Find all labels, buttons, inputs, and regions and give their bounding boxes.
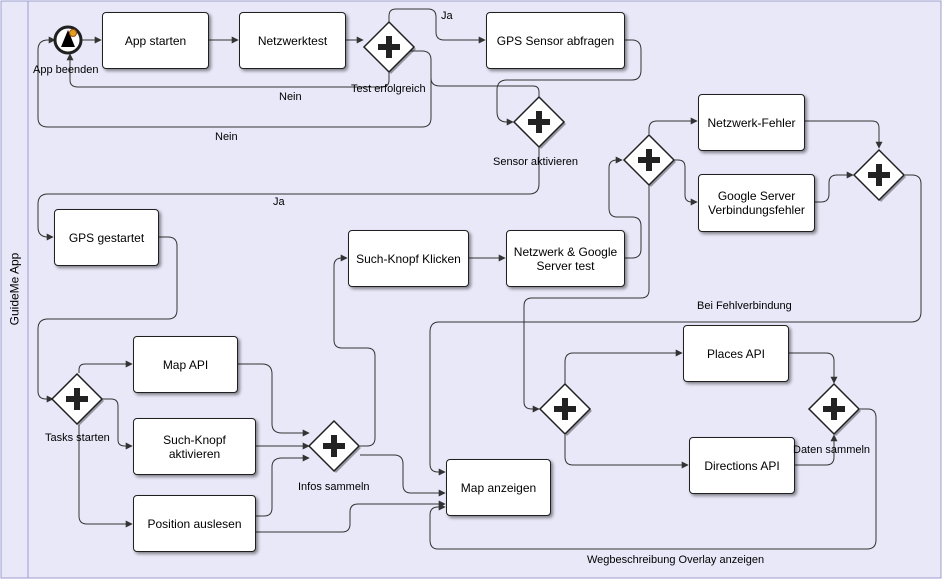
task-app-starten[interactable]: App starten — [102, 12, 209, 69]
task-gps-sensor-abfragen[interactable]: GPS Sensor abfragen — [486, 12, 625, 69]
task-label: GPS gestartet — [68, 230, 145, 245]
flow-infos-to-such-knopf-klicken[interactable] — [333, 254, 376, 447]
task-netzwerk-google-server-test[interactable]: Netzwerk & Google Server test — [506, 230, 625, 287]
gateway-sensor-aktivieren[interactable] — [512, 95, 566, 149]
task-label: Google Server Verbindungsfehler — [708, 189, 805, 217]
flow-tasks-to-map-api[interactable] — [78, 360, 133, 373]
task-label: Map API — [162, 357, 209, 372]
flow-wegbeschreibung[interactable] — [429, 408, 877, 550]
gateway-fehler-split[interactable] — [622, 133, 676, 187]
gateways — [50, 20, 906, 473]
task-gps-gestartet[interactable]: GPS gestartet — [54, 209, 159, 266]
task-label: Such-Knopf Klicken — [356, 251, 461, 266]
task-label: Netzwerktest — [257, 33, 328, 48]
flow-map-api-to-infos[interactable] — [238, 363, 310, 437]
flow-directions-to-daten[interactable] — [795, 434, 838, 466]
flow-label-nein-2: Nein — [215, 131, 238, 143]
flow-label-ja-top: Ja — [441, 10, 453, 22]
flow-label-nein-1: Nein — [279, 91, 302, 103]
task-label: Position auslesen — [147, 516, 242, 531]
gateway-tasks-starten[interactable] — [50, 372, 104, 426]
task-position-auslesen[interactable]: Position auslesen — [133, 495, 256, 552]
flow-places-to-daten[interactable] — [789, 352, 838, 384]
task-netzwerk-fehler[interactable]: Netzwerk-Fehler — [698, 94, 805, 151]
task-google-server-verbindungsfehler[interactable]: Google Server Verbindungsfehler — [698, 174, 815, 232]
task-label: App starten — [124, 33, 187, 48]
flow-nein-loop[interactable] — [37, 36, 432, 128]
parallel-plus-icon — [378, 36, 400, 58]
flow-gps-gestartet-to-tasks[interactable] — [37, 236, 178, 403]
gateway-test-erfolgreich[interactable] — [362, 20, 416, 74]
gateway-label-tasks-starten: Tasks starten — [45, 432, 110, 444]
event-label-app-beenden: App beenden — [33, 64, 99, 76]
pool-title-text: GuideMe App — [7, 252, 21, 326]
task-label: Netzwerk & Google Server test — [513, 244, 618, 273]
flow-fehler-gateway-to-api-gateway[interactable] — [523, 185, 650, 413]
flow-label-ja-gps: Ja — [273, 196, 285, 208]
parallel-plus-icon — [868, 164, 890, 186]
app-beenden-event[interactable] — [53, 25, 83, 55]
parallel-plus-icon — [66, 388, 88, 410]
task-label: Netzwerk-Fehler — [707, 115, 796, 130]
warning-dot-icon — [69, 29, 77, 37]
flow-to-places-api[interactable] — [564, 349, 683, 384]
flow-tasks-to-position[interactable] — [78, 425, 133, 528]
flow-bei-fehlverbindung[interactable] — [429, 174, 922, 476]
flow-to-google-server-fehler[interactable] — [674, 159, 698, 206]
task-map-anzeigen[interactable]: Map anzeigen — [446, 459, 551, 516]
flow-netzwerk-fehler-to-merge[interactable] — [805, 120, 883, 149]
gateway-daten-sammeln[interactable] — [807, 382, 861, 436]
gateway-infos-sammeln[interactable] — [307, 419, 361, 473]
task-label: Map anzeigen — [460, 480, 537, 495]
pool-title: GuideMe App — [0, 0, 28, 578]
flow-gps-sensor-to-sensor-aktivieren[interactable] — [496, 39, 642, 126]
gateway-label-test-erfolgreich: Test erfolgreich — [351, 83, 426, 95]
gateway-label-sensor-aktivieren: Sensor aktivieren — [493, 156, 578, 168]
flow-label-wegbeschreibung: Wegbeschreibung Overlay anzeigen — [587, 554, 765, 566]
parallel-plus-icon — [323, 435, 345, 457]
end-event-icon — [61, 30, 75, 47]
sequence-flows — [37, 8, 922, 550]
task-such-knopf-klicken[interactable]: Such-Knopf Klicken — [348, 230, 469, 287]
gateway-label-infos-sammeln: Infos sammeln — [298, 481, 370, 493]
flow-position-to-map-anzeigen[interactable] — [256, 500, 446, 533]
task-map-api[interactable]: Map API — [133, 336, 238, 393]
task-such-knopf-aktivieren[interactable]: Such-Knopf aktivieren — [133, 418, 256, 475]
flow-label-bei-fehlverbindung: Bei Fehlverbindung — [697, 300, 792, 312]
flow-to-netzwerk-fehler[interactable] — [648, 117, 698, 134]
flow-nein-to-app-beenden[interactable] — [66, 53, 390, 88]
flow-google-fehler-to-merge[interactable] — [815, 171, 854, 203]
task-label: GPS Sensor abfragen — [496, 33, 615, 48]
task-directions-api[interactable]: Directions API — [689, 437, 795, 494]
gateway-label-daten-sammeln: Daten sammeln — [793, 444, 871, 456]
task-label: Places API — [706, 346, 766, 361]
flow-tasks-to-such-knopf-aktivieren[interactable] — [102, 398, 133, 450]
flow-infos-to-map-anzeigen[interactable] — [360, 454, 446, 497]
flow-ja-to-gps-sensor[interactable] — [388, 8, 486, 44]
flow-netzwerktest2-to-fehler-gateway[interactable] — [608, 156, 642, 259]
flow-position-to-infos[interactable] — [256, 454, 310, 517]
task-label: Such-Knopf aktivieren — [163, 432, 226, 461]
parallel-plus-icon — [638, 149, 660, 171]
task-netzwerktest[interactable]: Netzwerktest — [239, 12, 346, 69]
parallel-plus-icon — [528, 111, 550, 133]
flow-ja-to-gps-gestartet[interactable] — [37, 147, 540, 241]
parallel-plus-icon — [554, 398, 576, 420]
parallel-plus-icon — [823, 398, 845, 420]
task-label: Directions API — [704, 458, 780, 473]
gateway-fehler-merge[interactable] — [852, 148, 906, 202]
gateway-api-split[interactable] — [538, 382, 592, 436]
flow-to-directions-api[interactable] — [564, 435, 689, 469]
task-places-api[interactable]: Places API — [683, 325, 789, 382]
